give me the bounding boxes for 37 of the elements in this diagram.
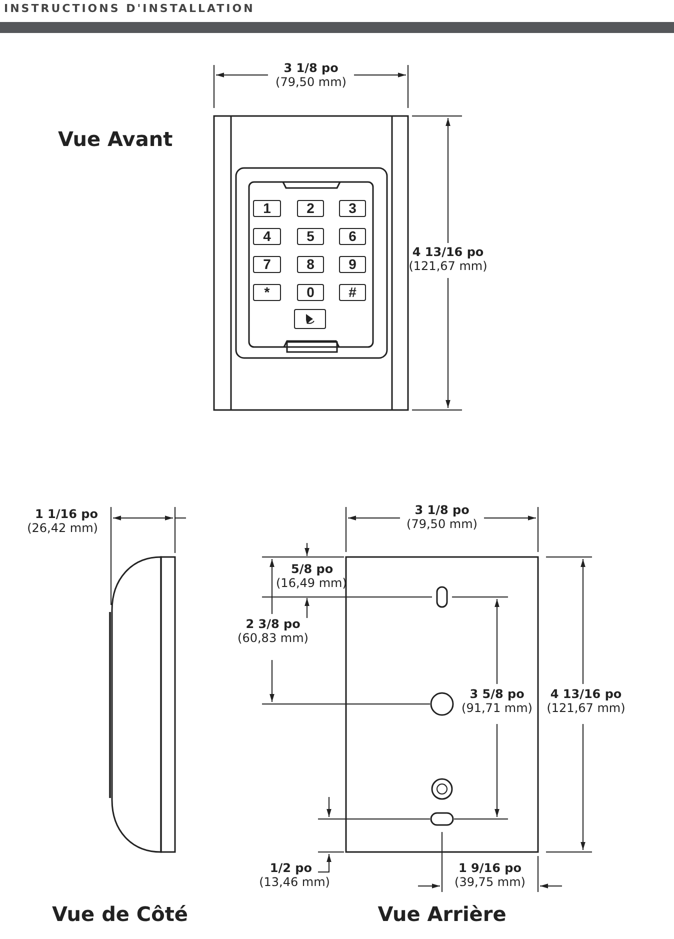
- dimension-label: (26,42 mm): [27, 522, 98, 536]
- dimension-label: 4 13/16 po: [412, 246, 484, 260]
- keypad-key: 0: [297, 284, 324, 301]
- dimension-label: 1/2 po: [270, 862, 312, 876]
- dimension-label: 1 1/16 po: [35, 508, 98, 522]
- keypad-key: 3: [339, 200, 366, 217]
- dimension-label: (60,83 mm): [238, 632, 308, 646]
- dimension-label: 3 1/8 po: [414, 504, 470, 518]
- view-title: Vue Arrière: [378, 903, 506, 925]
- keypad-key: 1: [253, 200, 281, 217]
- dimension-label: 1 9/16 po: [458, 862, 522, 876]
- dimension-label: (79,50 mm): [406, 518, 478, 532]
- keypad-key: 6: [339, 228, 366, 245]
- dimension-label: (121,67 mm): [546, 702, 626, 716]
- keypad-key: 4: [253, 228, 281, 245]
- dimension-label: (79,50 mm): [276, 76, 346, 90]
- dimension-label: (13,46 mm): [259, 876, 330, 890]
- page-heading: INSTRUCTIONS D'INSTALLATION: [4, 3, 255, 16]
- dimension-label: (16,49 mm): [276, 577, 347, 590]
- view-title: Vue de Côté: [52, 903, 188, 925]
- dimension-label: 5/8 po: [291, 563, 334, 576]
- keypad-key: 5: [297, 228, 324, 245]
- dimension-label: 4 13/16 po: [550, 688, 622, 702]
- keypad-key: 8: [297, 256, 324, 273]
- dimension-label: (121,67 mm): [408, 260, 488, 274]
- dimension-label: 3 5/8 po: [470, 688, 524, 702]
- keypad-key: 9: [339, 256, 366, 273]
- dimension-label: 2 3/8 po: [246, 618, 300, 632]
- keypad-key: *: [253, 284, 281, 301]
- dimension-label: (91,71 mm): [462, 702, 532, 716]
- view-title: Vue Avant: [58, 128, 173, 150]
- keypad-key: [294, 309, 326, 329]
- dimension-label: 3 1/8 po: [284, 62, 338, 76]
- keypad-key: 7: [253, 256, 281, 273]
- dimension-label: (39,75 mm): [454, 876, 526, 890]
- keypad-key: #: [339, 284, 366, 301]
- keypad-key: 2: [297, 200, 324, 217]
